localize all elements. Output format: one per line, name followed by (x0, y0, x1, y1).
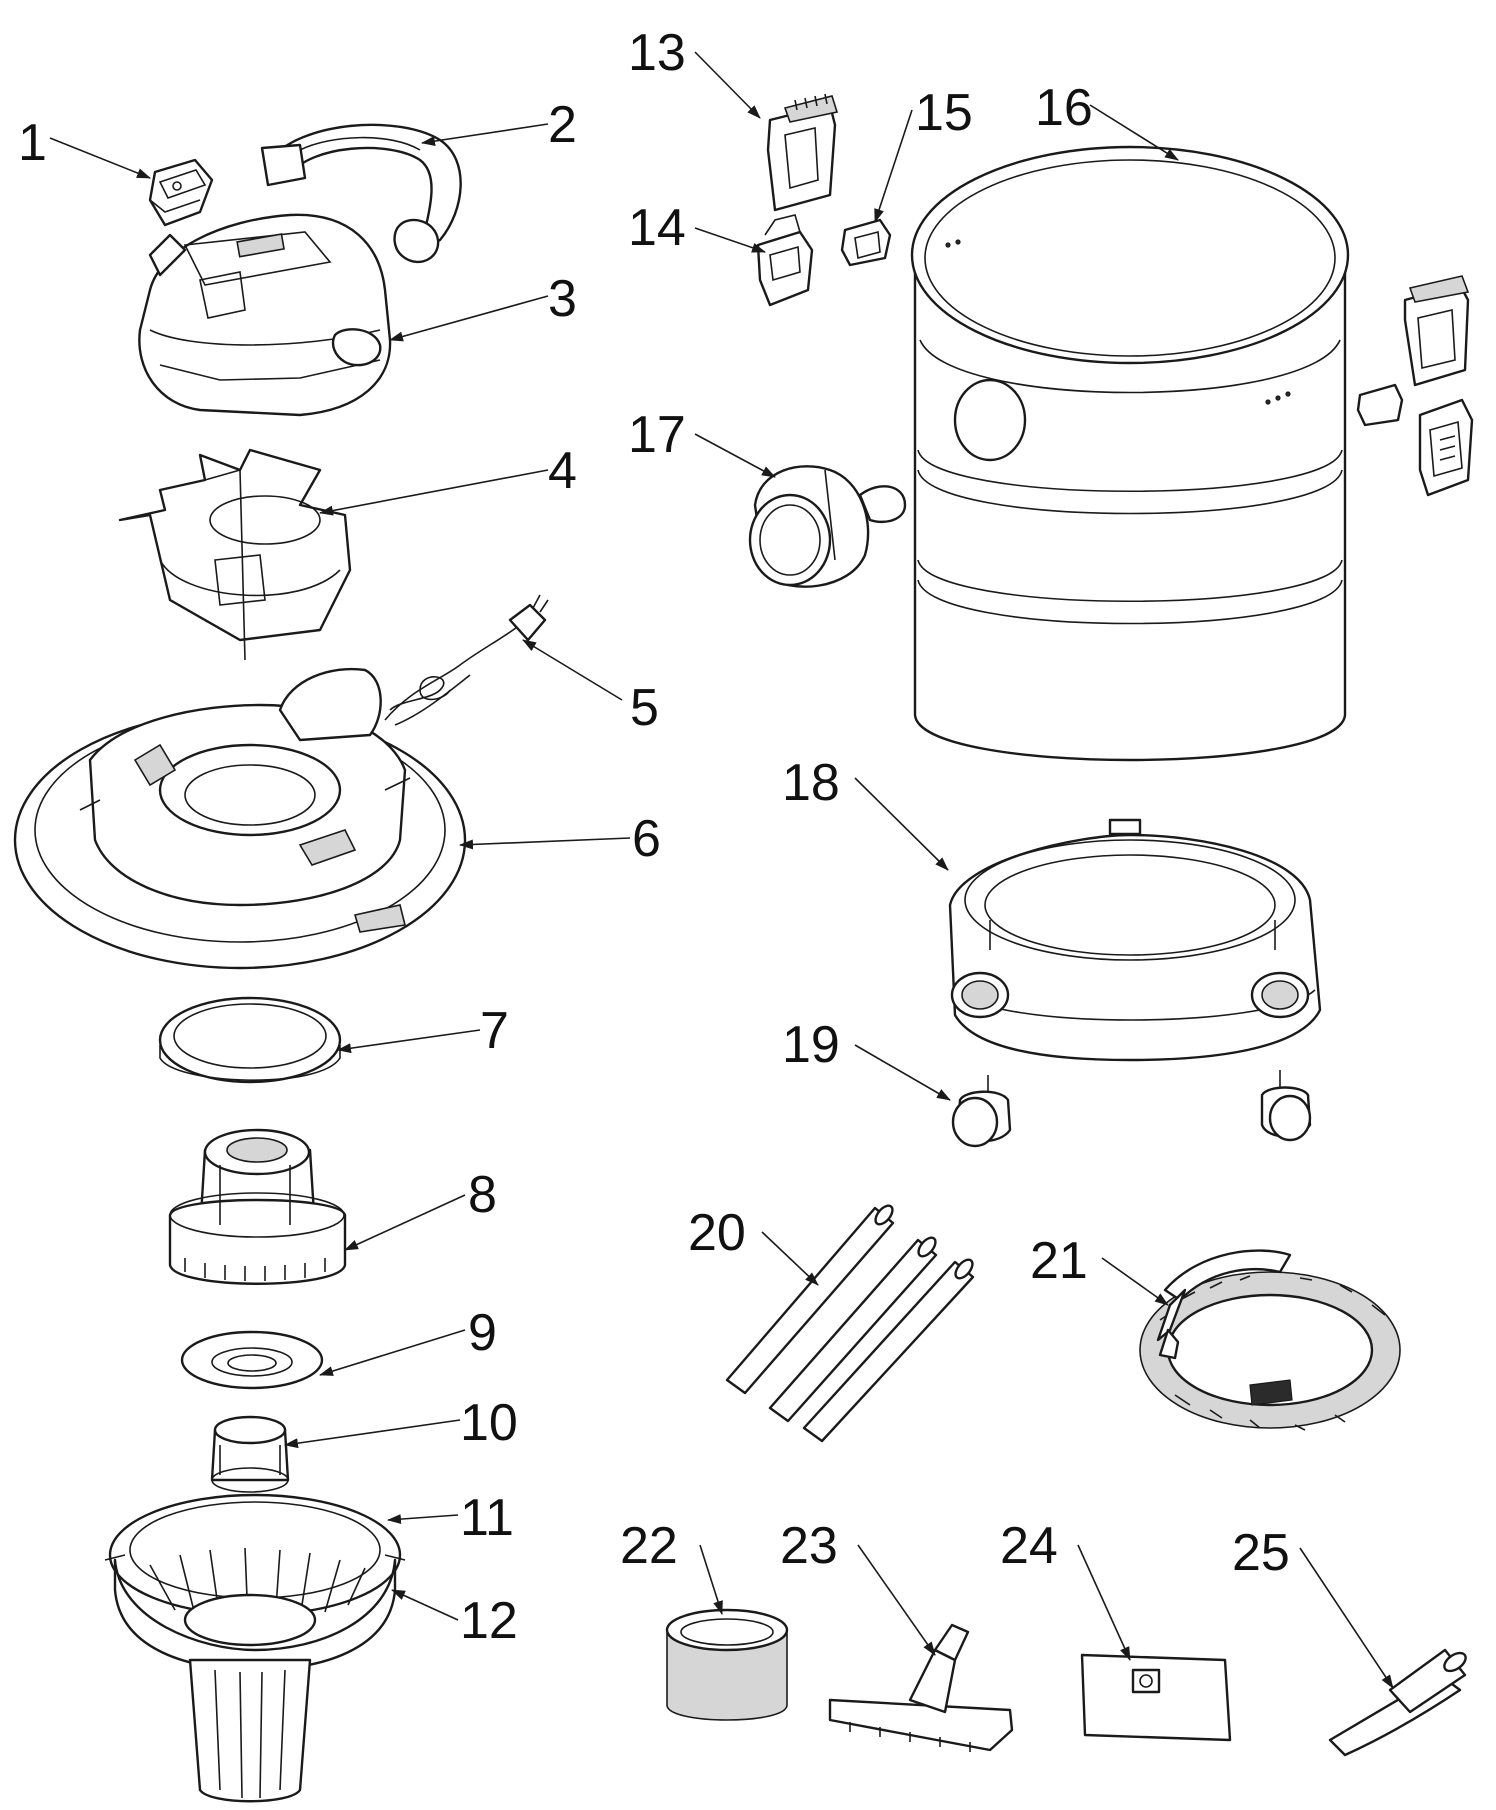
part-6-lid-ring (13, 667, 467, 970)
part-5-power-cord (384, 594, 549, 726)
part-23-floor-nozzle (828, 1623, 1014, 1752)
part-8-motor (168, 1128, 347, 1285)
part-17-inlet (748, 465, 907, 588)
label-part-13: 13 (628, 24, 686, 82)
part-4-baffle (118, 448, 352, 661)
label-part-16: 16 (1035, 79, 1093, 137)
label-part-21: 21 (1030, 1232, 1088, 1290)
part-13-latch (766, 93, 839, 212)
part-9-motor-seal (180, 1330, 324, 1390)
label-part-5: 5 (630, 679, 659, 737)
part-20-extension-tubes (725, 1204, 975, 1443)
label-part-8: 8 (468, 1166, 497, 1224)
part-24-dust-bag (1080, 1653, 1232, 1742)
label-part-1: 1 (18, 114, 47, 172)
label-part-25: 25 (1232, 1524, 1290, 1582)
part-10-insert (210, 1415, 290, 1493)
part-21-hose (1139, 1249, 1401, 1431)
part-22-foam-filter (665, 1608, 789, 1721)
label-part-19: 19 (782, 1016, 840, 1074)
part-number-labels: 1 2 3 4 5 6 7 8 9 10 11 12 13 14 15 16 1… (18, 24, 1290, 1650)
label-part-10: 10 (460, 1394, 518, 1452)
label-part-7: 7 (480, 1002, 509, 1060)
label-part-22: 22 (620, 1517, 678, 1575)
part-15-hinge-block (840, 218, 892, 267)
label-part-17: 17 (628, 406, 686, 464)
label-part-9: 9 (468, 1304, 497, 1362)
part-7-gasket (158, 996, 342, 1084)
label-part-12: 12 (460, 1592, 518, 1650)
part-3-top-cover (138, 213, 392, 417)
label-part-14: 14 (628, 199, 686, 257)
label-part-11: 11 (460, 1489, 514, 1547)
label-part-24: 24 (1000, 1517, 1058, 1575)
part-19-caster (951, 1070, 1312, 1148)
part-16-tank (910, 145, 1350, 762)
label-part-23: 23 (780, 1517, 838, 1575)
label-part-4: 4 (548, 442, 577, 500)
part-11-12-filter-basket (104, 1493, 406, 1803)
label-part-2: 2 (548, 96, 577, 154)
part-25-crevice-tool (1328, 1648, 1467, 1757)
leader-lines (49, 51, 1394, 1689)
label-part-6: 6 (632, 810, 661, 868)
part-2-handle (260, 123, 462, 264)
part-18-base (948, 818, 1322, 1062)
label-part-20: 20 (688, 1204, 746, 1262)
label-part-15: 15 (915, 84, 973, 142)
part-14-latch-bracket (756, 214, 814, 307)
label-part-18: 18 (782, 754, 840, 812)
part-1-switch (148, 158, 214, 227)
tank-side-latches (1356, 275, 1474, 497)
label-part-3: 3 (548, 270, 577, 328)
